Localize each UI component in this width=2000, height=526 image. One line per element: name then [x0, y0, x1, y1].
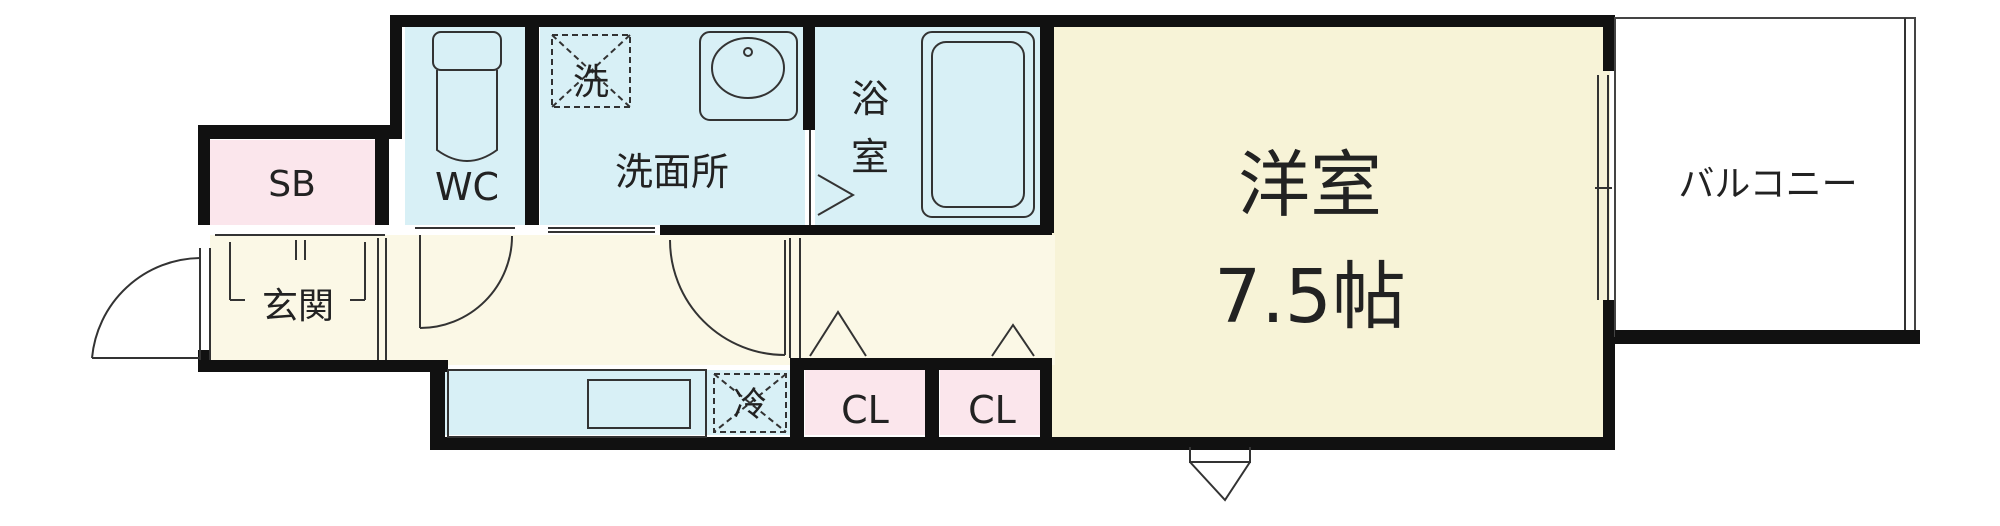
wall [1040, 15, 1054, 233]
floor-fills [210, 25, 1610, 445]
wall [430, 360, 445, 450]
room-label-main: 洋室 [1238, 143, 1382, 227]
washing-machine-pan-icon [551, 34, 631, 108]
room-label-bath-2: 室 [851, 135, 889, 179]
wall [525, 15, 539, 225]
sink-icon [699, 31, 798, 121]
toilet-floor [405, 25, 525, 225]
closet-door-2 [991, 323, 1035, 357]
wall [1603, 15, 1615, 71]
wall [660, 225, 1052, 235]
wall [1603, 300, 1615, 450]
kitchen-sink-icon [447, 369, 707, 438]
bath-door-swing [817, 174, 856, 216]
wall [925, 358, 939, 443]
wall [375, 125, 389, 225]
closet-2-floor [940, 370, 1045, 435]
main-room-floor [1050, 25, 1610, 445]
room-label-bath-1: 浴 [851, 77, 889, 121]
room-label-washroom: 洗面所 [615, 150, 729, 194]
wall [803, 15, 815, 130]
room-label-toilet: WC [435, 165, 499, 209]
room-label-closet-1: CL [841, 388, 889, 432]
wall [390, 15, 402, 135]
walls [198, 15, 1615, 450]
wall [1040, 358, 1052, 443]
bottom-window [1189, 447, 1251, 463]
entrance-door-swing [91, 257, 201, 359]
room-label-entrance: 玄関 [262, 286, 334, 327]
bottom-window-swing [1189, 461, 1251, 502]
fixture-label-fridge: 冷 [733, 385, 767, 425]
wall [198, 125, 402, 139]
washroom-floor [540, 25, 805, 225]
wall [390, 15, 1615, 27]
room-label-balcony: バルコニー [1678, 164, 1857, 205]
room-label-shoe-box: SB [268, 164, 316, 205]
wall [198, 360, 448, 372]
washroom-door-swing [669, 239, 786, 356]
fixture-label-washer: 洗 [573, 62, 609, 103]
closet-1-floor [805, 370, 925, 435]
fixtures [432, 31, 1035, 438]
bathtub-icon [921, 31, 1035, 218]
toilet-door-swing [419, 235, 513, 329]
fridge-space-icon [713, 373, 787, 433]
bath-floor [815, 25, 1040, 225]
room-label-closet-2: CL [968, 388, 1016, 432]
wall [198, 125, 210, 225]
wall [790, 358, 1052, 370]
wall [430, 437, 1615, 450]
shoe-box-floor [210, 140, 375, 225]
toilet-icon [432, 31, 502, 162]
balcony-wall [1615, 330, 1920, 344]
entrance-floor [210, 235, 385, 360]
wall [790, 358, 804, 443]
room-size-main: 7.5帖 [1214, 254, 1406, 340]
closet-door-1 [809, 310, 867, 357]
labels: 洋室 7.5帖 バルコニー SB WC 洗面所 浴 室 玄関 CL CL 洗 冷 [262, 62, 1858, 432]
hall-floor [385, 235, 1055, 365]
